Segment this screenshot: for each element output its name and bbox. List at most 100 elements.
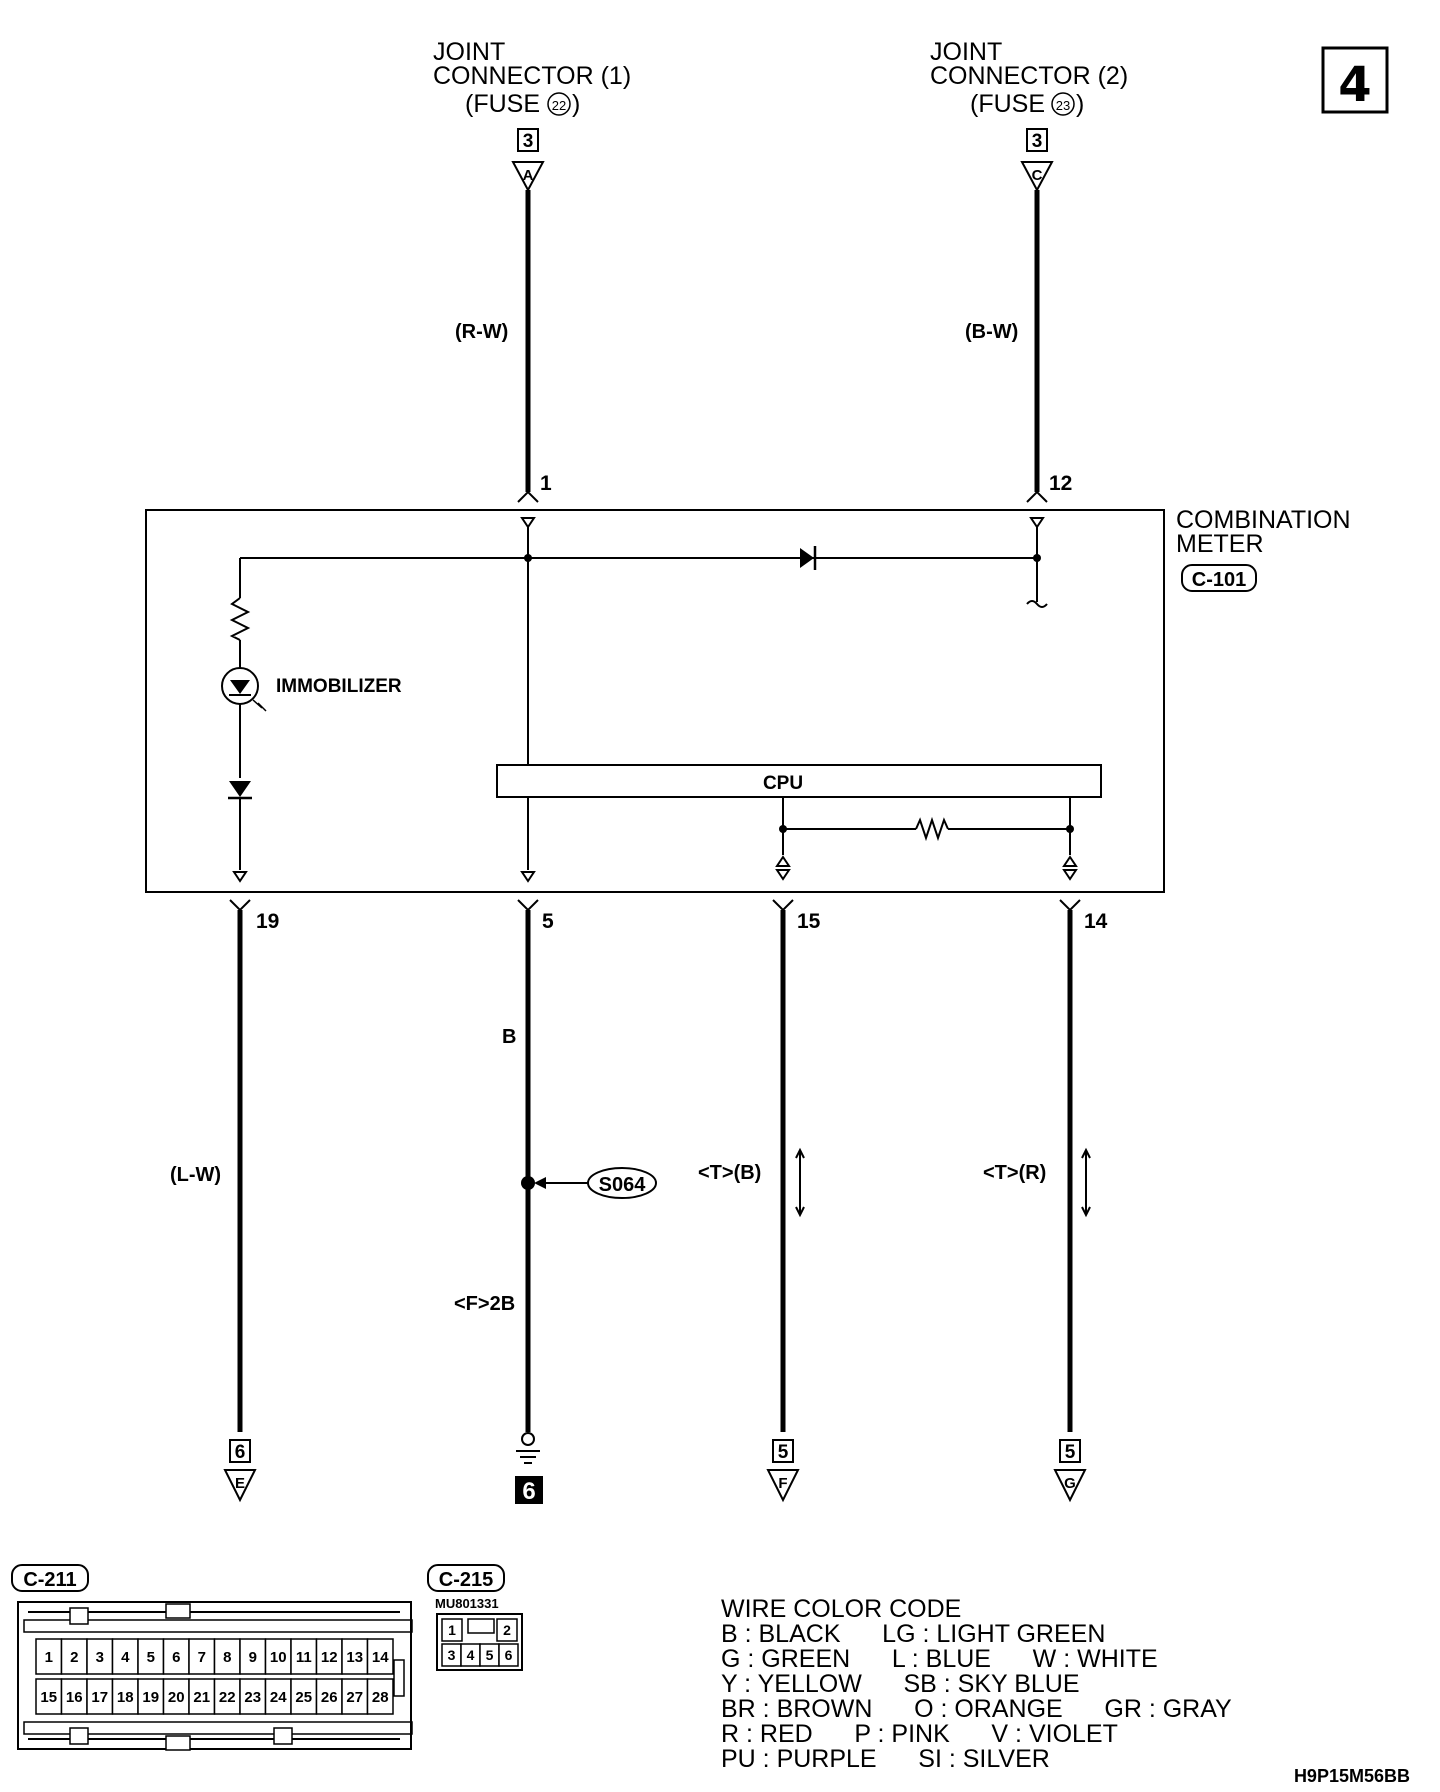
c211-pin-28-label: 28 <box>372 1689 389 1706</box>
c211-pin-16-label: 16 <box>66 1689 83 1706</box>
cpu-box <box>496 764 1102 798</box>
pin-19-chevron <box>229 899 251 912</box>
c215-pin-6-cell <box>498 1643 519 1667</box>
c211-pin-27-label: 27 <box>346 1689 363 1706</box>
page-number-box <box>1321 46 1389 114</box>
c211-pin-15-label: 15 <box>40 1689 57 1706</box>
c211-pin-18-label: 18 <box>117 1689 134 1706</box>
pin-14-label: 14 <box>1084 910 1108 933</box>
c211-pin-11-label: 11 <box>296 1649 312 1666</box>
c215-pin-6-label: 6 <box>505 1647 513 1663</box>
splice-point <box>521 1176 535 1190</box>
cpu-label: CPU <box>763 773 803 794</box>
c211-pin-12-label: 12 <box>321 1649 338 1666</box>
combination-meter-box <box>145 509 1165 893</box>
c211-pin-5-cell <box>137 1638 165 1675</box>
c211-badge <box>11 1564 89 1592</box>
meter-line1: COMBINATION <box>1176 506 1351 534</box>
c211-pin-3-label: 3 <box>96 1649 104 1666</box>
diode-icon <box>800 548 814 568</box>
wire-label-t-r: <T>(R) <box>983 1162 1046 1184</box>
wire-label-r-w: (R-W) <box>455 321 508 343</box>
joint-connector-1-line1: JOINT <box>433 38 505 66</box>
joint-connector-1-fuse-suffix: ) <box>572 90 580 118</box>
ref-letter-c: C <box>1032 167 1043 184</box>
joint-connector-2: JOINT CONNECTOR (2) (FUSE 23 ) <box>930 38 1128 118</box>
joint-connector-2-line1: JOINT <box>930 38 1002 66</box>
wire-label-b: B <box>502 1026 516 1048</box>
c211-pin-23-label: 23 <box>244 1689 261 1706</box>
splice-label: S064 <box>599 1174 647 1196</box>
ground-ref-box <box>515 1476 543 1504</box>
c211-pin-25-label: 25 <box>295 1689 312 1706</box>
c211-pin-9-label: 9 <box>249 1649 257 1666</box>
c215-pin-1-label: 1 <box>448 1622 456 1638</box>
bidirectional-arrow-icon <box>795 1147 805 1218</box>
pin-14-chevron <box>1059 899 1081 912</box>
joint-connector-1-line2: CONNECTOR (1) <box>433 62 631 90</box>
c211-pin-19-cell <box>137 1678 165 1715</box>
ref-letter-a: A <box>523 167 534 184</box>
c211-pin-17-cell <box>86 1678 114 1715</box>
c211-pin-9-cell <box>239 1638 267 1675</box>
ref-6e: 6 E <box>223 1439 257 1503</box>
c211-pin-20-cell <box>162 1678 190 1715</box>
c211-pin-22-label: 22 <box>219 1689 236 1706</box>
pin-1-label: 1 <box>540 472 552 495</box>
ground-ref-label: 6 <box>522 1478 535 1505</box>
ref-letter-e: E <box>235 1475 245 1492</box>
c211-pin-7-label: 7 <box>198 1649 206 1666</box>
c211-pin-6-label: 6 <box>172 1649 180 1666</box>
joint-connector-1-ref: 3 A <box>511 128 545 193</box>
c211-pin-14-cell <box>366 1638 394 1675</box>
wire-color-line-6: PU : PURPLE SI : SILVER <box>721 1745 1050 1773</box>
c215-pin-5-label: 5 <box>486 1647 494 1663</box>
c215-pin-3-label: 3 <box>448 1647 456 1663</box>
c211-pin-24-label: 24 <box>270 1689 287 1706</box>
resistor-cpu-icon <box>915 816 949 842</box>
c211-pin-10-label: 10 <box>270 1649 287 1666</box>
joint-connector-2-fuse-prefix: (FUSE <box>970 90 1045 118</box>
pin-12-chevron <box>1026 490 1048 503</box>
c211-pin-8-label: 8 <box>223 1649 231 1666</box>
c211-label: C-211 <box>23 1569 76 1591</box>
c215-label: C-215 <box>439 1569 493 1591</box>
ref-page-5g: 5 <box>1065 1442 1076 1463</box>
wire-label-t-b: <T>(B) <box>698 1162 761 1184</box>
c211-pin-26-cell <box>315 1678 343 1715</box>
c211-pin-5-label: 5 <box>147 1649 155 1666</box>
ref-letter-g: G <box>1064 1475 1076 1492</box>
pin-15-chevron <box>772 899 794 912</box>
joint-connector-2-line2: CONNECTOR (2) <box>930 62 1128 90</box>
wire-label-l-w: (L-W) <box>170 1164 221 1186</box>
wire-color-line-1: B : BLACK LG : LIGHT GREEN <box>721 1620 1105 1648</box>
wire-color-line-2: G : GREEN L : BLUE W : WHITE <box>721 1645 1158 1673</box>
c211-pin-17-label: 17 <box>91 1689 108 1706</box>
c215-pin-2-label: 2 <box>503 1622 511 1638</box>
ref-page-3c: 3 <box>1032 131 1043 152</box>
c211-pin-28-cell <box>366 1678 394 1715</box>
c215-badge <box>427 1564 505 1592</box>
c211-pin-20-label: 20 <box>168 1689 185 1706</box>
wire-color-line-4: BR : BROWN O : ORANGE GR : GRAY <box>721 1695 1232 1723</box>
ground-icon <box>516 1432 540 1464</box>
c215-key-slot <box>467 1618 495 1634</box>
pin-15-label: 15 <box>797 910 821 933</box>
wire-label-b-w: (B-W) <box>965 321 1018 343</box>
c211-pin-27-cell <box>341 1678 369 1715</box>
c211-pin-19-label: 19 <box>142 1689 159 1706</box>
c215-part-number: MU801331 <box>435 1596 499 1611</box>
figure-code: H9P15M56BB <box>1294 1766 1410 1786</box>
wire-color-line-3: Y : YELLOW SB : SKY BLUE <box>721 1670 1080 1698</box>
splice-badge <box>587 1167 657 1199</box>
ref-5f: 5 F <box>766 1439 800 1503</box>
wire-color-code-title: WIRE COLOR CODE <box>721 1595 961 1623</box>
pin-1-chevron <box>517 490 539 503</box>
c211-pin-4-label: 4 <box>121 1649 130 1666</box>
meter-connector-label: C-101 <box>1192 569 1246 591</box>
c211-pin-2-label: 2 <box>70 1649 78 1666</box>
pin-19-label: 19 <box>256 910 279 933</box>
